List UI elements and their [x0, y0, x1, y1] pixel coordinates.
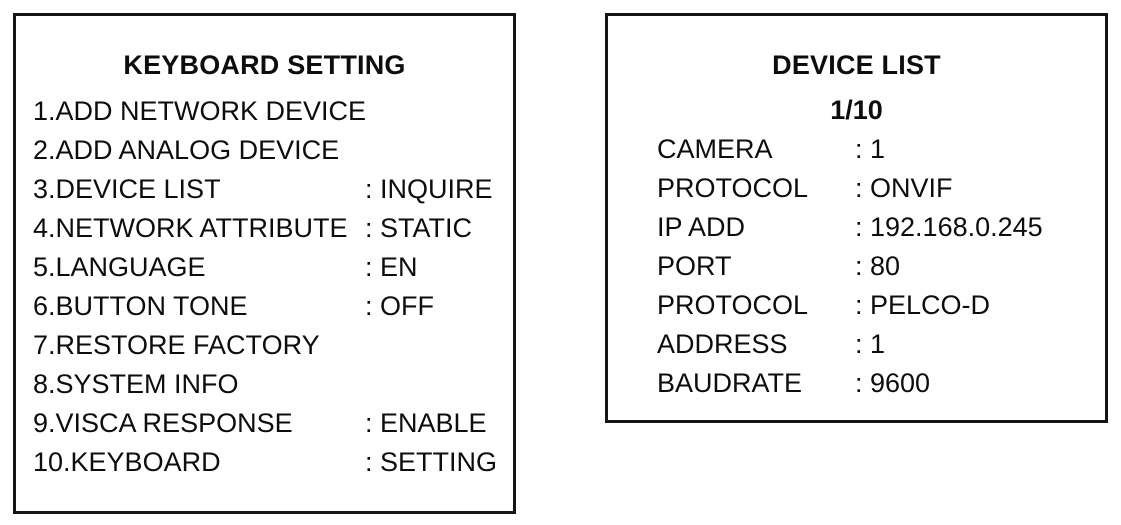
field-label: PORT — [657, 251, 732, 281]
device-list-panel: DEVICE LIST 1/10 CAMERA : 1 PROTOCOL : O… — [605, 13, 1108, 423]
menu-item-label: 6.BUTTON TONE — [33, 291, 248, 321]
field-value: : 80 — [855, 251, 901, 281]
field-row-protocol-analog: PROTOCOL : PELCO-D — [608, 286, 1105, 325]
menu-item-keyboard[interactable]: 10.KEYBOARD : SETTING — [16, 443, 513, 482]
field-row-port: PORT : 80 — [608, 247, 1105, 286]
device-list-fields: CAMERA : 1 PROTOCOL : ONVIF IP ADD : 192… — [608, 130, 1105, 403]
field-value: : 9600 — [855, 368, 931, 398]
field-label: ADDRESS — [657, 329, 788, 359]
menu-item-value: : EN — [365, 252, 418, 282]
field-row-baudrate: BAUDRATE : 9600 — [608, 364, 1105, 403]
menu-item-device-list[interactable]: 3.DEVICE LIST : INQUIRE — [16, 170, 513, 209]
menu-item-value: : INQUIRE — [365, 174, 493, 204]
field-label: IP ADD — [657, 212, 746, 242]
field-value: : 1 — [855, 134, 886, 164]
field-row-camera: CAMERA : 1 — [608, 130, 1105, 169]
menu-item-visca-response[interactable]: 9.VISCA RESPONSE : ENABLE — [16, 404, 513, 443]
menu-item-language[interactable]: 5.LANGUAGE : EN — [16, 248, 513, 287]
field-value: : ONVIF — [855, 173, 953, 203]
field-row-protocol-network: PROTOCOL : ONVIF — [608, 169, 1105, 208]
page-indicator: 1/10 — [830, 95, 883, 125]
menu-item-label: 5.LANGUAGE — [33, 252, 206, 282]
menu-item-restore-factory[interactable]: 7.RESTORE FACTORY — [16, 326, 513, 365]
menu-item-label: 4.NETWORK ATTRIBUTE — [33, 213, 348, 243]
menu-item-label: 10.KEYBOARD — [33, 447, 221, 477]
menu-item-add-network-device[interactable]: 1.ADD NETWORK DEVICE — [16, 92, 513, 131]
device-list-title: DEVICE LIST — [772, 50, 941, 80]
menu-item-label: 8.SYSTEM INFO — [33, 369, 239, 399]
field-row-ip-add: IP ADD : 192.168.0.245 — [608, 208, 1105, 247]
menu-item-value: : STATIC — [365, 213, 472, 243]
menu-item-system-info[interactable]: 8.SYSTEM INFO — [16, 365, 513, 404]
field-label: PROTOCOL — [657, 173, 809, 203]
field-value: : 1 — [855, 329, 886, 359]
menu-item-button-tone[interactable]: 6.BUTTON TONE : OFF — [16, 287, 513, 326]
field-label: PROTOCOL — [657, 290, 809, 320]
menu-item-value: : SETTING — [365, 447, 498, 477]
menu-item-add-analog-device[interactable]: 2.ADD ANALOG DEVICE — [16, 131, 513, 170]
menu-item-value: : OFF — [365, 291, 434, 321]
menu-item-label: 1.ADD NETWORK DEVICE — [33, 96, 367, 126]
menu-item-network-attribute[interactable]: 4.NETWORK ATTRIBUTE : STATIC — [16, 209, 513, 248]
keyboard-setting-panel: KEYBOARD SETTING 1.ADD NETWORK DEVICE 2.… — [13, 13, 516, 514]
menu-item-label: 9.VISCA RESPONSE — [33, 408, 293, 438]
menu-item-label: 7.RESTORE FACTORY — [33, 330, 320, 360]
keyboard-setting-title: KEYBOARD SETTING — [123, 50, 406, 80]
keyboard-setting-menu: 1.ADD NETWORK DEVICE 2.ADD ANALOG DEVICE… — [16, 92, 513, 482]
field-row-address: ADDRESS : 1 — [608, 325, 1105, 364]
field-label: BAUDRATE — [657, 368, 803, 398]
menu-item-value: : ENABLE — [365, 408, 487, 438]
field-label: CAMERA — [657, 134, 773, 164]
field-value: : 192.168.0.245 — [855, 212, 1043, 242]
menu-item-label: 3.DEVICE LIST — [33, 174, 221, 204]
field-value: : PELCO-D — [855, 290, 991, 320]
menu-item-label: 2.ADD ANALOG DEVICE — [33, 135, 340, 165]
